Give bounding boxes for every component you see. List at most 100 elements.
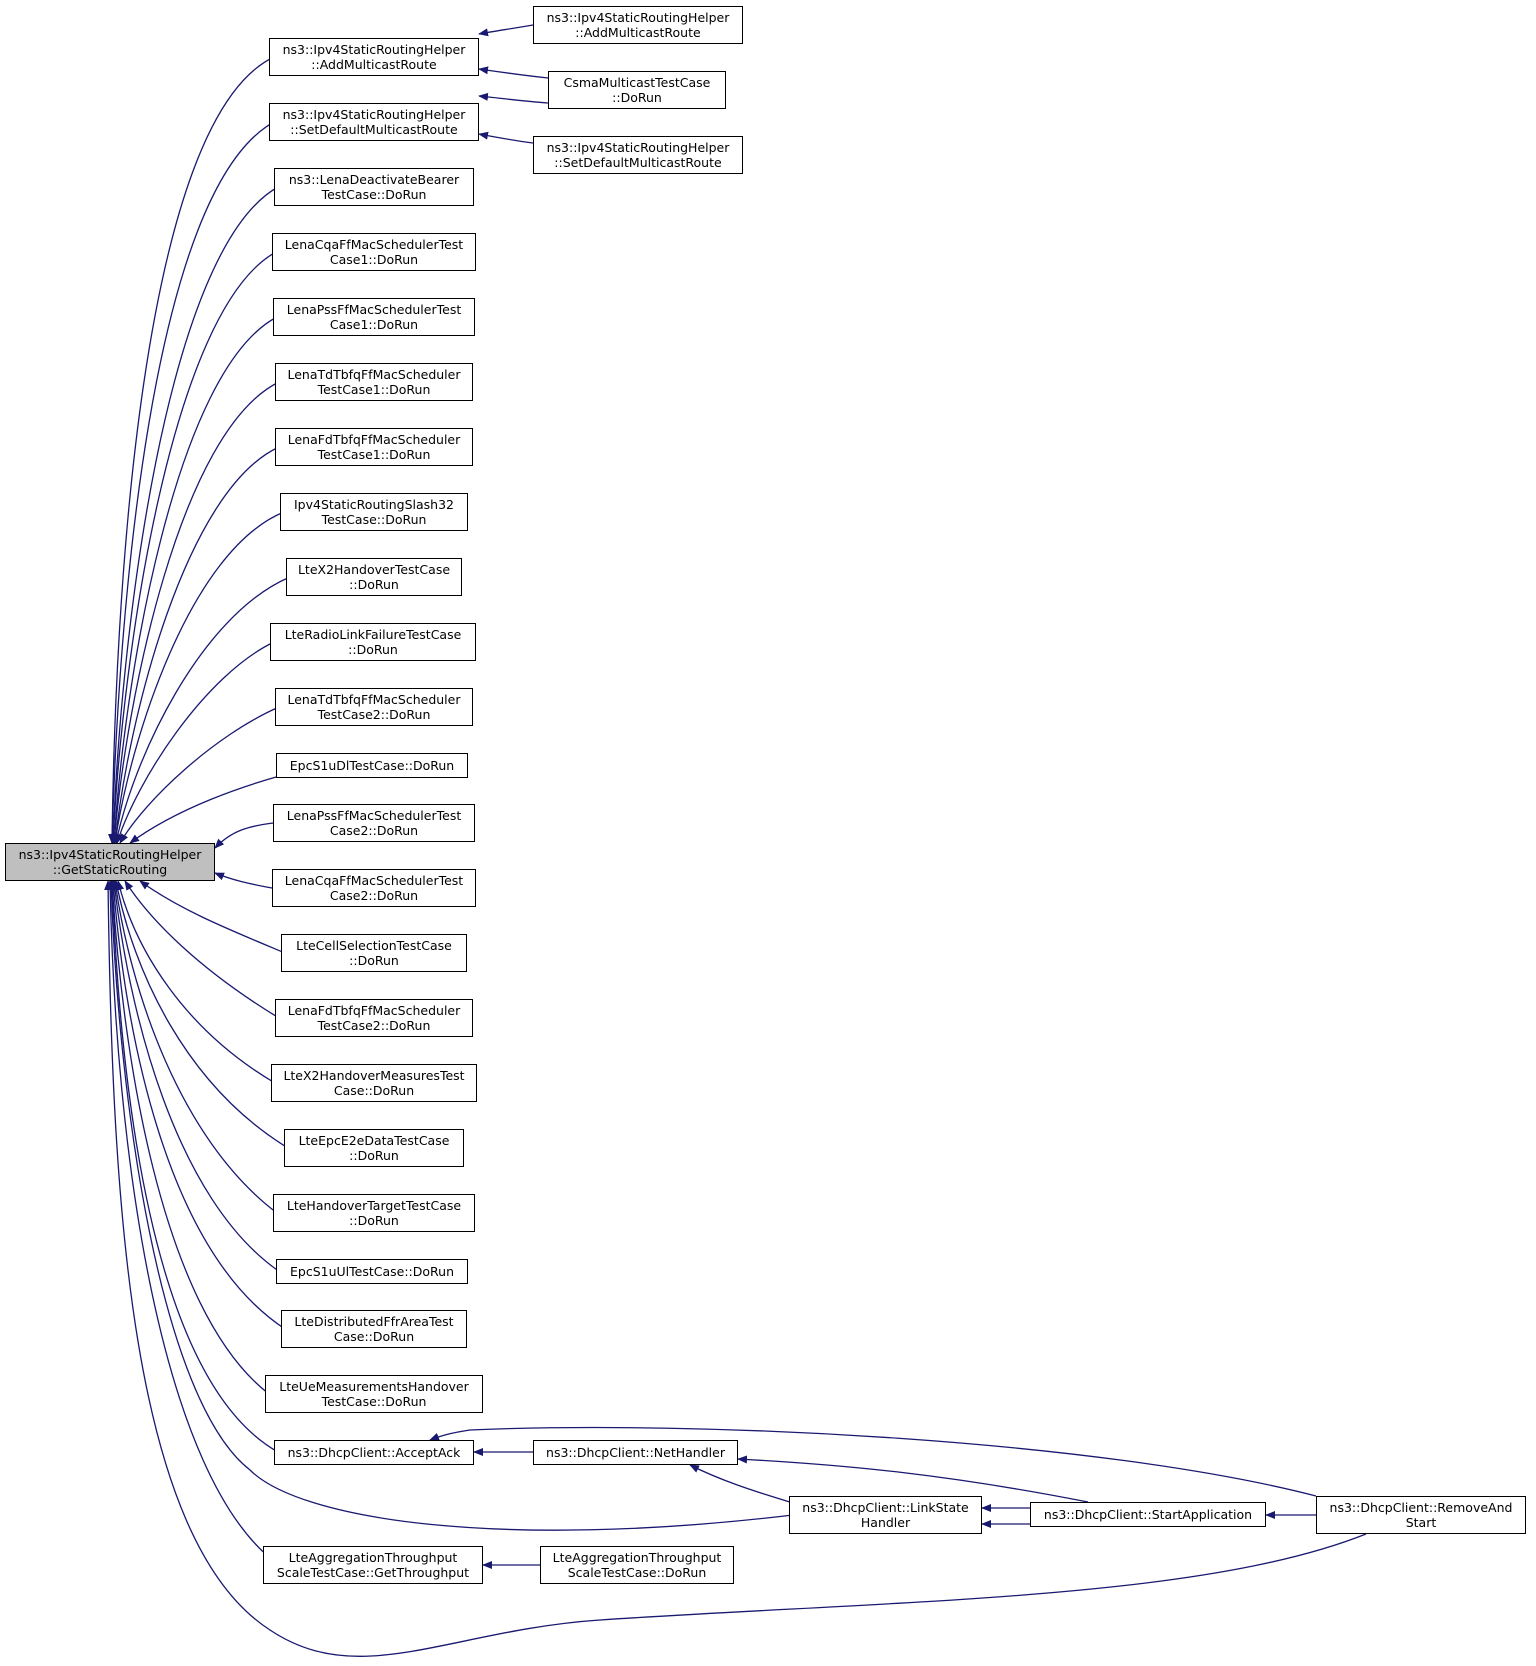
call-edge (109, 251, 277, 844)
node-label-line: ::GetStaticRouting (52, 862, 168, 877)
call-edge (108, 880, 279, 1453)
node-label-line: ns3::DhcpClient::RemoveAnd (1329, 1500, 1513, 1515)
call-edge (737, 1455, 1089, 1503)
node-lena-pss-case2[interactable]: LenaPssFfMacSchedulerTest Case2::DoRun (273, 804, 475, 842)
call-edge (108, 880, 270, 1395)
node-add-multicast-route[interactable]: ns3::Ipv4StaticRoutingHelper ::AddMultic… (269, 38, 479, 76)
node-lena-cqa-case1[interactable]: LenaCqaFfMacSchedulerTest Case1::DoRun (272, 233, 476, 271)
node-epc-s1u-ul[interactable]: EpcS1uUlTestCase::DoRun (276, 1259, 468, 1284)
call-edge (108, 121, 275, 844)
node-label-line: ns3::Ipv4StaticRoutingHelper (546, 10, 730, 25)
node-lena-td-tbfq-case2[interactable]: LenaTdTbfqFfMacScheduler TestCase2::DoRu… (275, 688, 473, 726)
node-label-line: ::DoRun (349, 1148, 399, 1163)
node-lte-x2-handover-measures[interactable]: LteX2HandoverMeasuresTest Case::DoRun (271, 1064, 477, 1102)
node-label-line: LenaCqaFfMacSchedulerTest (284, 873, 464, 888)
call-edge (478, 131, 534, 144)
node-dhcp-net-handler[interactable]: ns3::DhcpClient::NetHandler (533, 1440, 738, 1465)
node-lte-x2-handover[interactable]: LteX2HandoverTestCase ::DoRun (286, 558, 462, 596)
node-label-line: ::DoRun (349, 953, 399, 968)
node-lena-fd-tbfq-case1[interactable]: LenaFdTbfqFfMacScheduler TestCase1::DoRu… (275, 428, 473, 466)
call-edge (111, 446, 280, 844)
node-label-line: ns3::Ipv4StaticRoutingHelper (546, 140, 730, 155)
node-label-line: TestCase1::DoRun (317, 382, 431, 397)
node-lena-cqa-case2[interactable]: LenaCqaFfMacSchedulerTest Case2::DoRun (272, 869, 476, 907)
node-label-line: LteCellSelectionTestCase (296, 938, 452, 953)
node-label-line: Case::DoRun (333, 1329, 415, 1344)
node-lte-epc-e2e-data[interactable]: LteEpcE2eDataTestCase ::DoRun (284, 1129, 464, 1167)
call-edge (112, 511, 285, 844)
node-label-line: LenaTdTbfqFfMacScheduler (287, 367, 461, 382)
node-label-line: ::SetDefaultMulticastRoute (554, 155, 722, 170)
node-lte-distributed-ffr-area[interactable]: LteDistributedFfrAreaTest Case::DoRun (281, 1310, 467, 1348)
node-label-line: ::DoRun (349, 577, 399, 592)
node-label-line: LteHandoverTargetTestCase (286, 1198, 462, 1213)
node-lte-ue-measurements-handover[interactable]: LteUeMeasurementsHandover TestCase::DoRu… (265, 1375, 483, 1413)
node-label-line: ns3::DhcpClient::LinkState (802, 1500, 969, 1515)
node-lte-radio-link-failure[interactable]: LteRadioLinkFailureTestCase ::DoRun (270, 623, 476, 661)
call-edge (116, 880, 276, 1084)
node-label-line: LteUeMeasurementsHandover (279, 1379, 469, 1394)
node-label-line: ns3::Ipv4StaticRoutingHelper (18, 847, 202, 862)
node-dhcp-accept-ack[interactable]: ns3::DhcpClient::AcceptAck (274, 1440, 474, 1465)
call-edge (109, 186, 279, 844)
node-label-line: TestCase2::DoRun (317, 1018, 431, 1033)
node-label-line: Start (1405, 1515, 1437, 1530)
node-dhcp-remove-and-start[interactable]: ns3::DhcpClient::RemoveAnd Start (1316, 1496, 1526, 1534)
node-label-line: LteDistributedFfrAreaTest (294, 1314, 454, 1329)
node-label-line: ns3::LenaDeactivateBearer (288, 172, 460, 187)
node-label-line: ::DoRun (612, 90, 662, 105)
call-edge (124, 880, 280, 1019)
node-epc-s1u-dl[interactable]: EpcS1uDlTestCase::DoRun (276, 753, 468, 778)
node-lte-handover-target[interactable]: LteHandoverTargetTestCase ::DoRun (273, 1194, 475, 1232)
node-lte-aggregation-dorun[interactable]: LteAggregationThroughput ScaleTestCase::… (540, 1546, 734, 1584)
node-label-line: ScaleTestCase::DoRun (567, 1565, 707, 1580)
call-edge (214, 822, 274, 849)
node-lena-pss-case1[interactable]: LenaPssFfMacSchedulerTest Case1::DoRun (273, 298, 475, 336)
node-set-default-multicast-route[interactable]: ns3::Ipv4StaticRoutingHelper ::SetDefaul… (269, 103, 479, 141)
node-dhcp-link-state-handler[interactable]: ns3::DhcpClient::LinkState Handler (789, 1496, 982, 1534)
call-edge (108, 56, 275, 844)
node-label-line: LenaFdTbfqFfMacScheduler (287, 1003, 461, 1018)
node-label-line: LenaPssFfMacSchedulerTest (286, 302, 462, 317)
node-add-multicast-route-caller[interactable]: ns3::Ipv4StaticRoutingHelper ::AddMultic… (533, 6, 743, 44)
node-label-line: ns3::DhcpClient::StartApplication (1043, 1507, 1253, 1522)
node-label-line: TestCase::DoRun (321, 187, 427, 202)
node-label-line: Case1::DoRun (329, 317, 419, 332)
call-edge (109, 880, 286, 1330)
node-set-default-multicast-route-caller[interactable]: ns3::Ipv4StaticRoutingHelper ::SetDefaul… (533, 136, 743, 174)
node-dhcp-start-application[interactable]: ns3::DhcpClient::StartApplication (1030, 1502, 1266, 1527)
node-label-line: TestCase::DoRun (321, 1394, 427, 1409)
node-label-line: ns3::DhcpClient::NetHandler (546, 1445, 725, 1460)
node-label-line: LteAggregationThroughput (288, 1550, 458, 1565)
call-edge (112, 880, 278, 1214)
node-lena-fd-tbfq-case2[interactable]: LenaFdTbfqFfMacScheduler TestCase2::DoRu… (275, 999, 473, 1037)
node-lte-cell-selection[interactable]: LteCellSelectionTestCase ::DoRun (281, 934, 467, 972)
call-edge (113, 576, 291, 844)
call-edge (110, 316, 278, 844)
node-csma-multicast-test-case[interactable]: CsmaMulticastTestCase ::DoRun (548, 71, 726, 109)
node-lena-td-tbfq-case1[interactable]: LenaTdTbfqFfMacScheduler TestCase1::DoRu… (275, 363, 473, 401)
node-lena-deactivate-bearer[interactable]: ns3::LenaDeactivateBearer TestCase::DoRu… (274, 168, 474, 206)
node-label-line: EpcS1uDlTestCase::DoRun (289, 758, 455, 773)
node-label-line: LenaFdTbfqFfMacScheduler (287, 432, 461, 447)
node-label-line: CsmaMulticastTestCase (563, 75, 711, 90)
call-edge (478, 24, 534, 37)
node-label-line: LenaPssFfMacSchedulerTest (286, 808, 462, 823)
node-label-line: Case2::DoRun (329, 823, 419, 838)
node-lte-aggregation-get-throughput[interactable]: LteAggregationThroughput ScaleTestCase::… (263, 1546, 483, 1584)
call-edge (429, 1426, 1317, 1497)
node-ipv4-static-routing-slash32[interactable]: Ipv4StaticRoutingSlash32 TestCase::DoRun (280, 493, 468, 531)
node-label-line: LteX2HandoverTestCase (297, 562, 451, 577)
node-label-line: LteRadioLinkFailureTestCase (284, 627, 462, 642)
node-label-line: TestCase::DoRun (321, 512, 427, 527)
node-label-line: Handler (860, 1515, 911, 1530)
node-label-line: ::AddMulticastRoute (575, 25, 701, 40)
node-label-line: Case::DoRun (333, 1083, 415, 1098)
node-label-line: Case1::DoRun (329, 252, 419, 267)
node-label-line: EpcS1uUlTestCase::DoRun (289, 1264, 454, 1279)
call-edge (107, 880, 794, 1531)
node-label-line: LenaCqaFfMacSchedulerTest (284, 237, 464, 252)
node-label-line: LteAggregationThroughput (552, 1550, 722, 1565)
